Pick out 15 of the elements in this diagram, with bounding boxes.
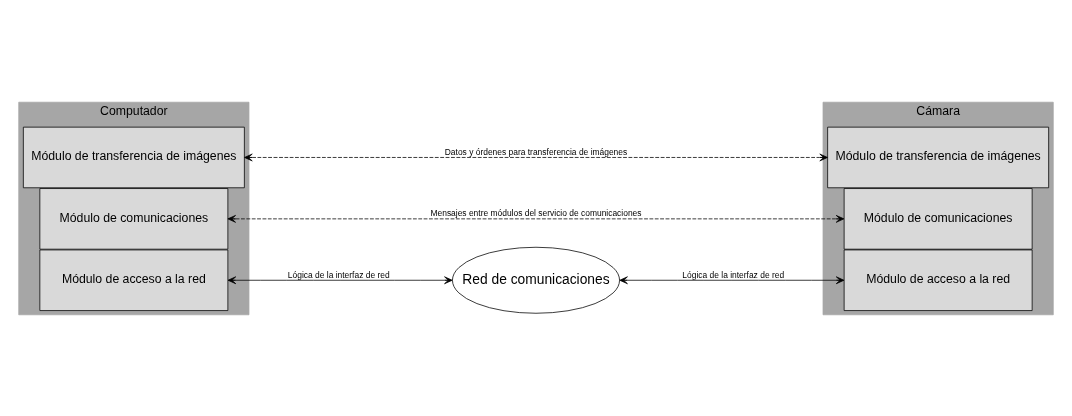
node-box: Módulo de transferencia de imágenes bbox=[827, 126, 1050, 188]
edge-label: Lógica de la interfaz de red bbox=[682, 269, 785, 280]
node-box: Módulo de comunicaciones bbox=[39, 187, 229, 250]
node-box: Módulo de comunicaciones bbox=[843, 187, 1033, 250]
node-ellipse: Red de comunicaciones bbox=[452, 246, 620, 314]
node-box: Módulo de acceso a la red bbox=[843, 249, 1033, 311]
arrow bbox=[227, 214, 845, 223]
edge-label: Datos y órdenes para transferencia de imágenes bbox=[444, 146, 628, 157]
arrow bbox=[244, 153, 828, 161]
arrow bbox=[227, 275, 453, 284]
node-box: Módulo de acceso a la red bbox=[39, 249, 229, 311]
node-box: Módulo de transferencia de imágenes bbox=[22, 126, 245, 188]
edge-label: Mensajes entre módulos del servicio de comunicaciones bbox=[430, 207, 642, 218]
edge-label: Lógica de la interfaz de red bbox=[287, 269, 390, 280]
arrow bbox=[619, 275, 845, 284]
